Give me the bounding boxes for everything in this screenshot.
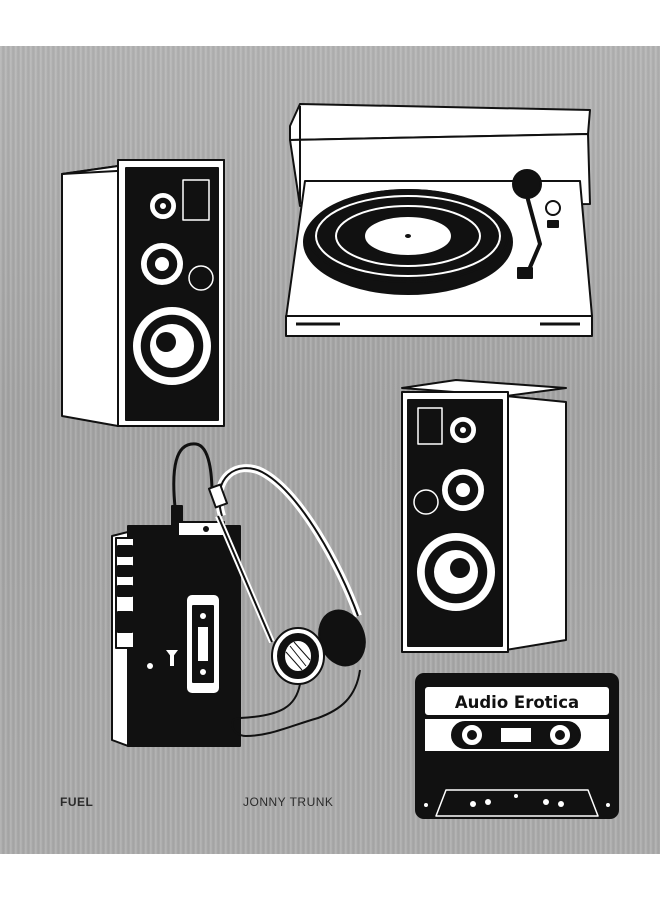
publisher-name: FUEL bbox=[60, 795, 94, 809]
cassette-label: Audio Erotica bbox=[455, 693, 579, 712]
speaker-left-icon bbox=[61, 159, 225, 427]
speaker-right-icon bbox=[401, 379, 567, 653]
turntable-icon bbox=[285, 103, 593, 337]
headphones-icon bbox=[207, 464, 366, 737]
author-name: JONNY TRUNK bbox=[243, 795, 334, 809]
cover-illustration: Audio Erotica bbox=[61, 103, 619, 819]
book-cover: Audio Erotica FUEL JONNY TRUNK bbox=[0, 46, 660, 854]
walkman-icon bbox=[111, 442, 241, 747]
cassette-tape-icon: Audio Erotica bbox=[415, 673, 619, 819]
